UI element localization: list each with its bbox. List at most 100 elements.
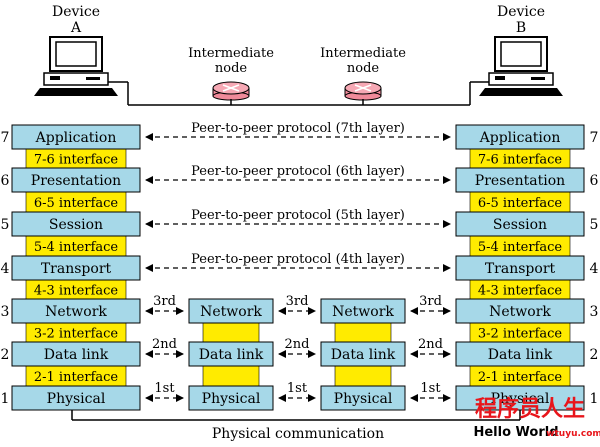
device-a-layer-2-box [11,341,141,367]
device-a-layer-7-box [11,124,141,150]
device-b-layer-2-label: Data link [488,347,553,363]
node-2-layer-3-label: Network [332,304,394,320]
layer-number-left: 6 [1,173,10,189]
layer-number-right: 2 [590,347,599,363]
hop-label: 2nd [285,337,310,352]
device-b-layer-6-label: Presentation [475,173,565,189]
watermark-site: wtuyu.com [546,429,600,439]
node-2-layer-3-box [320,298,406,324]
device-b-interface-1-label: 7-6 interface [478,153,563,168]
hop-label: 2nd [152,337,177,352]
device-b-interface-5-label: 3-2 interface [478,327,563,342]
peer-protocol-label-4: Peer-to-peer protocol (4th layer) [191,252,405,267]
hop-label: 1st [154,381,175,396]
node-2-layer-1: Physical [320,385,406,411]
device-b-interface-6-label: 2-1 interface [478,370,563,385]
watermark-en: Hello World [473,425,558,440]
device-b-layer-5: Session [455,211,585,237]
device-b-layer-1-box [455,385,585,411]
node-1-interface-21 [202,365,260,387]
layer-number-right: 4 [590,261,599,277]
device-b-layer-3: Network [455,298,585,324]
layer-number-left: 7 [1,130,10,146]
device-b-layer-6: Presentation [455,167,585,193]
device-b-layer-3-box [455,298,585,324]
node-1-layer-3-label: Network [200,304,262,320]
device-a-label-top: Device [52,4,100,20]
physical-communication-label: Physical communication [212,426,384,442]
node-2-interface-21 [334,365,392,387]
node-2-label-line1: Intermediate [320,46,406,61]
router-icon [212,81,250,101]
device-a-layer-3: Network [11,298,141,324]
layer-number-left: 2 [1,347,10,363]
node-1-layer-2-box [188,341,274,367]
device-a-layer-2: Data link [11,341,141,367]
device-a-interface-2-label: 6-5 interface [34,196,119,211]
layer-number-right: 5 [590,217,599,233]
device-a-group: Device A [34,4,129,105]
computer-icon [469,36,563,105]
node-1-layer-2-label: Data link [199,347,264,363]
device-a-layer-1-label: Physical [47,391,106,407]
device-a-layer-1: Physical [11,385,141,411]
node-2-layer-3: Network [320,298,406,324]
peer-protocol-label-5: Peer-to-peer protocol (5th layer) [191,208,405,223]
device-a-layer-3-box [11,298,141,324]
peer-protocol-label-7: Peer-to-peer protocol (7th layer) [191,121,405,136]
watermark-cn: 程序员人生 [475,396,585,422]
device-b-interface-4-label: 4-3 interface [478,284,563,299]
device-a-layer-7-label: Application [35,130,117,146]
node-2-layer-2-label: Data link [331,347,396,363]
node-2-layer-2: Data link [320,341,406,367]
node-1-label-line2: node [215,61,248,76]
device-a-interface-1-label: 7-6 interface [34,153,119,168]
node-1-layer-1-box [188,385,274,411]
node-1-interface-32 [202,322,260,343]
peer-protocol-label-6: Peer-to-peer protocol (6th layer) [191,164,405,179]
layer-number-right: 3 [590,304,599,320]
node-2-layer-1-box [320,385,406,411]
device-b-group: Device B [469,4,563,105]
node-2-layer-1-label: Physical [334,391,393,407]
node-1-layer-1-label: Physical [202,391,261,407]
site-watermark: 程序员人生 Hello World wtuyu.com [473,396,600,440]
device-b-layer-5-label: Session [493,217,547,233]
device-b-layer-1-label: Physical [491,391,550,407]
device-b-label-top: Device [497,4,545,20]
device-a-interface-5-label: 3-2 interface [34,327,119,342]
device-a-layer-6-label: Presentation [31,173,121,189]
hop-label: 3rd [419,294,442,309]
hop-label: 1st [420,381,441,396]
device-b-layer-3-label: Network [489,304,551,320]
device-b-layer-4: Transport [455,255,585,281]
node-1-layer-2: Data link [188,341,274,367]
device-a-layer-1-box [11,385,141,411]
layer-number-right: 6 [590,173,599,189]
device-a-label-bottom: A [70,20,82,36]
layer-number-left: 4 [1,261,10,277]
node-1-layer-3-box [188,298,274,324]
intermediate-node-1: Intermediate node [188,46,274,101]
device-a-layer-7: Application [11,124,141,150]
node-1-layer-1: Physical [188,385,274,411]
layer-number-left: 5 [1,217,10,233]
intermediate-node-2: Intermediate node [320,46,406,101]
layer-number-right: 1 [590,391,599,407]
device-a-layer-2-label: Data link [44,347,109,363]
device-b-layer-2: Data link [455,341,585,367]
hop-label: 1st [287,381,308,396]
node-1-label-line1: Intermediate [188,46,274,61]
device-b-layer-7: Application [455,124,585,150]
computer-icon [34,36,129,105]
node-2-interface-32 [334,322,392,343]
device-b-layer-7-box [455,124,585,150]
device-b-layer-6-box [455,167,585,193]
device-b-layer-5-box [455,211,585,237]
hop-label: 3rd [286,294,309,309]
device-a-layer-4-label: Transport [41,261,112,277]
device-b-interface-2-label: 6-5 interface [478,196,563,211]
